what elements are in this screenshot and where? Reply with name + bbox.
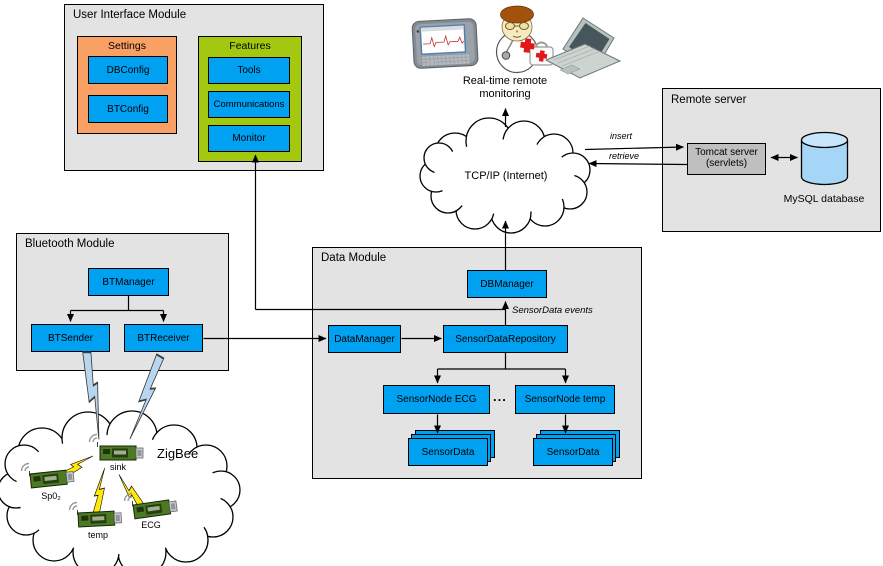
remote-server-title: Remote server — [671, 94, 747, 106]
sensordata-right-box: SensorData — [533, 438, 613, 466]
tomcat-line1: Tomcat server — [695, 147, 758, 158]
temp-mote-icon — [77, 510, 123, 528]
communications-box: Communications — [208, 91, 290, 118]
sensornode-ecg-box: SensorNode ECG — [383, 385, 490, 414]
red-cross-icon — [520, 38, 535, 53]
btreceiver-box: BTReceiver — [124, 324, 203, 352]
laptop-icon — [544, 17, 622, 79]
node-sink-label: sink — [109, 462, 126, 472]
node-temp-label: temp — [87, 530, 108, 540]
mysql-database-label: MySQL database — [783, 193, 865, 205]
sensornode-ellipsis: ... — [493, 389, 507, 404]
settings-group-title: Settings — [108, 40, 146, 52]
data-module-title: Data Module — [321, 252, 387, 264]
zigbee-cloud-label: ZigBee — [157, 446, 199, 461]
retrieve-label: retrieve — [608, 151, 639, 161]
dbmanager-box: DBManager — [467, 270, 547, 298]
tomcat-server-label: Tomcat server (servlets) — [687, 147, 766, 169]
sp02-mote-icon — [29, 469, 75, 489]
monitoring-line2: monitoring — [479, 88, 531, 100]
datamanager-box: DataManager — [328, 325, 401, 353]
sensornode-temp-box: SensorNode temp — [515, 385, 615, 414]
btsender-box: BTSender — [31, 324, 110, 352]
btconfig-box: BTConfig — [88, 95, 168, 123]
sink-mote-icon — [99, 445, 144, 461]
monitor-box: Monitor — [208, 125, 290, 152]
internet-cloud-label: TCP/IP (Internet) — [464, 170, 548, 182]
ui-module-title: User Interface Module — [73, 9, 187, 21]
node-sp02-label: Sp0₂ — [41, 491, 61, 501]
btmanager-box: BTManager — [88, 268, 169, 296]
tomcat-line2: (servlets) — [705, 158, 748, 169]
monitoring-line1: Real-time remote — [462, 75, 548, 87]
sensordata-left-box: SensorData — [408, 438, 488, 466]
tomcat-server-box — [687, 143, 766, 175]
zigbee-bolt-icons — [60, 449, 147, 515]
monitoring-label: Real-time remote monitoring — [445, 75, 565, 101]
zigbee-cloud-icon — [0, 410, 241, 566]
doctor-icon — [495, 5, 554, 74]
insert-label: insert — [609, 131, 632, 141]
sensordata-events-label: SensorData events — [512, 305, 593, 316]
ecg-mote-icon — [132, 498, 179, 520]
node-ecg-label: ECG — [141, 520, 161, 530]
sensordatarepository-box: SensorDataRepository — [443, 325, 568, 353]
pda-icon — [411, 18, 479, 69]
tools-box: Tools — [208, 57, 290, 84]
dbconfig-box: DBConfig — [88, 56, 168, 84]
medical-bag-icon — [529, 41, 554, 66]
sensor-motes — [20, 433, 179, 528]
features-group-title: Features — [229, 40, 271, 52]
bluetooth-module-title: Bluetooth Module — [25, 238, 115, 250]
